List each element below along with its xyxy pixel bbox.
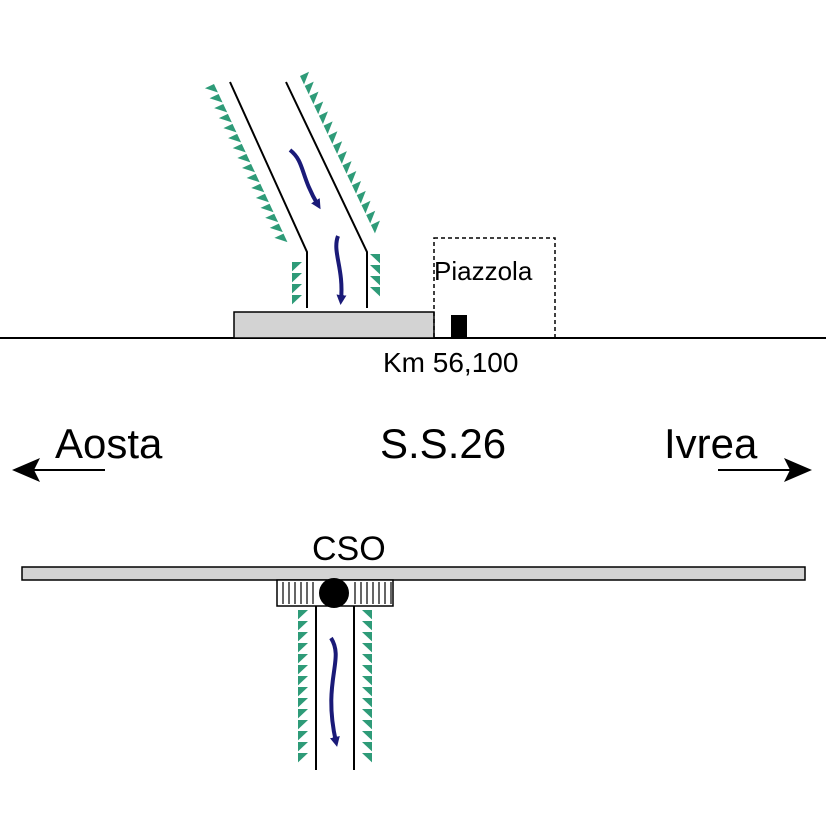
vegetation-triangle xyxy=(223,123,237,133)
vegetation-triangle xyxy=(362,610,372,620)
vegetation-triangle xyxy=(298,709,308,719)
vegetation-triangle xyxy=(362,621,372,631)
vegetation-triangle xyxy=(370,254,380,264)
piazzola-label: Piazzola xyxy=(434,256,533,286)
vegetation-triangle xyxy=(298,731,308,741)
vegetation-triangle xyxy=(292,273,302,283)
vegetation-triangle xyxy=(323,121,333,135)
vegetation-triangle xyxy=(333,141,343,154)
vegetation-edge-upper xyxy=(204,71,380,305)
vegetation-edge-lower xyxy=(298,610,372,763)
vegetation-triangle xyxy=(356,190,366,204)
vegetation-triangle xyxy=(298,676,308,686)
flow-arrow-lower xyxy=(329,636,340,747)
east-arrow-icon xyxy=(784,458,812,482)
vegetation-triangle xyxy=(209,93,223,103)
km-label: Km 56,100 xyxy=(383,347,518,378)
channel-right-wall xyxy=(285,81,368,308)
vegetation-triangle xyxy=(362,731,372,741)
piazzola-area xyxy=(433,237,556,339)
vegetation-triangle xyxy=(298,720,308,730)
vegetation-triangle xyxy=(237,153,251,163)
vegetation-triangle xyxy=(292,262,302,272)
vegetation-triangle xyxy=(292,295,302,305)
grating-hatch xyxy=(282,582,392,604)
vegetation-triangle xyxy=(362,753,372,763)
vegetation-triangle xyxy=(370,287,380,297)
vegetation-triangle xyxy=(352,180,362,194)
vegetation-triangle xyxy=(314,101,324,115)
vegetation-triangle xyxy=(362,632,372,642)
vegetation-triangle xyxy=(298,654,308,664)
vegetation-triangle xyxy=(318,111,328,125)
vegetation-triangle xyxy=(362,698,372,708)
vegetation-triangle xyxy=(204,84,218,93)
vegetation-triangle xyxy=(298,621,308,631)
vegetation-triangle xyxy=(362,665,372,675)
vegetation-triangle xyxy=(370,265,380,275)
vegetation-triangle xyxy=(328,131,338,145)
vegetation-triangle xyxy=(337,151,347,164)
vegetation-triangle xyxy=(218,113,232,123)
vegetation-triangle xyxy=(269,223,283,233)
vegetation-triangle xyxy=(309,91,319,105)
vegetation-triangle xyxy=(366,210,376,224)
vegetation-triangle xyxy=(241,163,255,173)
vegetation-triangle xyxy=(370,276,380,286)
inlet-slab xyxy=(233,311,435,339)
vegetation-triangle xyxy=(362,709,372,719)
vegetation-triangle xyxy=(347,171,357,184)
vegetation-triangle xyxy=(298,632,308,642)
vegetation-triangle xyxy=(362,687,372,697)
vegetation-triangle xyxy=(298,687,308,697)
east-destination-label: Ivrea xyxy=(664,420,758,467)
west-arrow-icon xyxy=(12,458,40,482)
vegetation-triangle xyxy=(298,742,308,752)
vegetation-triangle xyxy=(228,133,242,143)
vegetation-triangle xyxy=(298,753,308,763)
vegetation-triangle xyxy=(298,643,308,653)
vegetation-triangle xyxy=(304,81,314,95)
vegetation-triangle xyxy=(361,200,371,214)
cso-label: CSO xyxy=(312,530,386,568)
vegetation-triangle xyxy=(362,654,372,664)
vegetation-triangle xyxy=(362,643,372,653)
flow-arrow-upper-1 xyxy=(288,148,321,210)
vegetation-triangle xyxy=(255,193,269,203)
vegetation-triangle xyxy=(265,213,279,223)
vegetation-triangle xyxy=(362,742,372,752)
vegetation-triangle xyxy=(298,610,308,620)
west-destination-label: Aosta xyxy=(55,420,163,467)
lower-road xyxy=(21,566,806,581)
vegetation-triangle xyxy=(298,698,308,708)
channel-left-wall xyxy=(229,81,308,308)
vegetation-triangle xyxy=(362,676,372,686)
vegetation-triangle xyxy=(246,173,260,183)
vegetation-triangle xyxy=(274,233,288,243)
vegetation-triangle xyxy=(370,220,380,234)
vegetation-triangle xyxy=(342,161,352,174)
km-marker-post xyxy=(451,315,467,337)
vegetation-triangle xyxy=(260,203,274,213)
vegetation-triangle xyxy=(362,720,372,730)
vegetation-triangle xyxy=(292,284,302,294)
vegetation-triangle xyxy=(300,71,310,85)
manhole-icon xyxy=(319,578,349,608)
flow-arrow-upper-2 xyxy=(334,235,347,305)
vegetation-triangle xyxy=(232,143,246,153)
vegetation-triangle xyxy=(251,183,265,193)
vegetation-triangle xyxy=(214,103,228,113)
road-name-label: S.S.26 xyxy=(380,420,506,467)
vegetation-triangle xyxy=(298,665,308,675)
